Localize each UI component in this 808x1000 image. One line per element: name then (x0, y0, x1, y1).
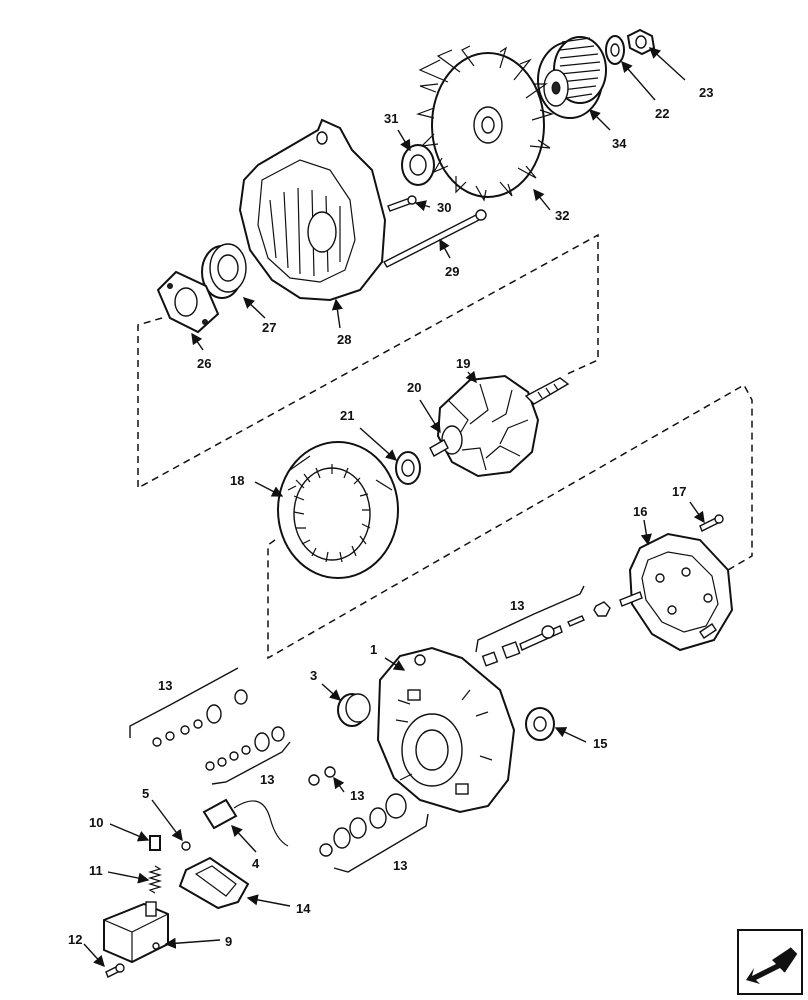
callout-3: 3 (310, 668, 317, 683)
rotor-bearing-part (395, 451, 421, 485)
callout-13-terminal: 13 (510, 598, 524, 613)
callout-21: 21 (340, 408, 354, 423)
callout-18: 18 (230, 473, 244, 488)
arrow-bottom-left-icon[interactable] (737, 929, 803, 995)
callout-10: 10 (89, 815, 103, 830)
callout-5: 5 (142, 786, 149, 801)
capacitor-part (202, 798, 289, 847)
hardware-nuts-small (308, 766, 336, 786)
callout-34: 34 (612, 136, 627, 151)
callout-11: 11 (89, 863, 103, 878)
grommet-part (525, 707, 555, 741)
callout-4: 4 (252, 856, 260, 871)
callout-12: 12 (68, 932, 82, 947)
brush-part (149, 835, 161, 851)
callout-19: 19 (456, 356, 470, 371)
spring-part (147, 865, 163, 894)
callout-1: 1 (370, 642, 377, 657)
bracket-13-lower (333, 813, 429, 873)
bearing-part (201, 243, 247, 299)
rectifier-screw-part (699, 514, 724, 532)
assembly-line-front (267, 383, 753, 660)
leader-lines (83, 47, 705, 968)
callout-22: 22 (655, 106, 669, 121)
holder-screw-part (105, 963, 125, 978)
hardware-row-lower (319, 793, 407, 857)
callout-14: 14 (296, 901, 311, 916)
callout-29: 29 (445, 264, 459, 279)
gasket-part (178, 856, 250, 910)
bracket-13-middle (211, 741, 291, 785)
through-bolt-part (383, 209, 487, 268)
pulley-part (537, 36, 607, 119)
bracket-13-terminal (475, 585, 585, 653)
callout-23: 23 (699, 85, 713, 100)
callout-16: 16 (633, 504, 647, 519)
spacer-part (401, 144, 435, 186)
assembly-line-rear (137, 233, 599, 490)
slip-ring-housing-part (376, 646, 516, 814)
callout-31: 31 (384, 111, 398, 126)
callout-15: 15 (593, 736, 607, 751)
callout-9: 9 (225, 934, 232, 949)
terminal-hardware-part (481, 601, 611, 667)
washer-part (605, 35, 625, 65)
callout-20: 20 (407, 380, 421, 395)
callout-32: 32 (555, 208, 569, 223)
callout-13-upper: 13 (158, 678, 172, 693)
callout-17: 17 (672, 484, 686, 499)
retainer-plate-part (156, 270, 220, 334)
brush-holder-part (103, 901, 169, 964)
nut-part (626, 28, 656, 56)
hardware-row-upper (152, 689, 248, 747)
fan-part (415, 45, 554, 202)
callout-13-middle: 13 (260, 772, 274, 787)
drive-end-housing-part (238, 118, 387, 302)
bracket-13-upper (129, 667, 239, 738)
callout-13-lower: 13 (393, 858, 407, 873)
callout-labels: 23 22 34 32 31 30 29 28 27 26 19 20 21 1… (68, 85, 713, 949)
rectifier-part (619, 532, 734, 652)
screw-part (387, 195, 417, 212)
stator-part (277, 441, 399, 579)
callout-27: 27 (262, 320, 276, 335)
callout-28: 28 (337, 332, 351, 347)
bushing-part (337, 693, 371, 727)
small-screw-part (181, 841, 191, 851)
hardware-row-middle (205, 726, 285, 771)
callout-13-nuts: 13 (350, 788, 364, 803)
callout-26: 26 (197, 356, 211, 371)
callout-30: 30 (437, 200, 451, 215)
rotor-part (429, 374, 570, 478)
